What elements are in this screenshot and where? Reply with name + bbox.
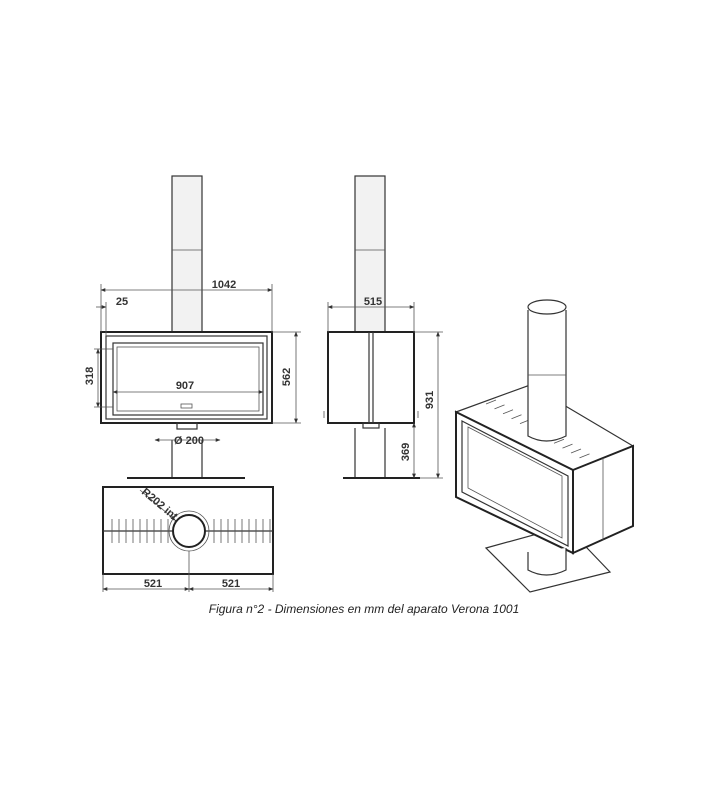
isometric-view	[454, 299, 635, 593]
vent-slot	[579, 453, 590, 459]
vent-slot	[502, 409, 514, 415]
dim-glass-height: 318	[84, 367, 96, 385]
dim-total-height: 931	[424, 391, 436, 409]
dim-base-left: 521	[144, 578, 162, 590]
side-view: 515 931 369	[323, 175, 443, 479]
vent-slot	[511, 414, 522, 420]
vent-slot	[494, 404, 505, 410]
vent-slot	[570, 448, 582, 454]
dim-side-depth: 515	[364, 296, 382, 308]
vent-slot	[562, 443, 573, 449]
dim-base-right: 521	[222, 578, 240, 590]
dim-body-height: 562	[281, 368, 293, 386]
dim-glass-width: 907	[176, 380, 194, 392]
figure-caption: Figura n°2 - Dimensiones en mm del apara…	[208, 602, 520, 616]
dim-overall-width: 1042	[212, 279, 236, 291]
top-view: R202 int. 521 521	[102, 486, 274, 592]
front-view: 1042 25 907 318 562 Ø 200	[84, 175, 301, 479]
vent-slot	[485, 399, 497, 405]
dim-frame-offset: 25	[116, 296, 128, 308]
dim-flue-diameter: Ø 200	[174, 435, 204, 447]
dim-pedestal-height: 369	[400, 443, 412, 461]
vent-slot	[553, 438, 565, 444]
